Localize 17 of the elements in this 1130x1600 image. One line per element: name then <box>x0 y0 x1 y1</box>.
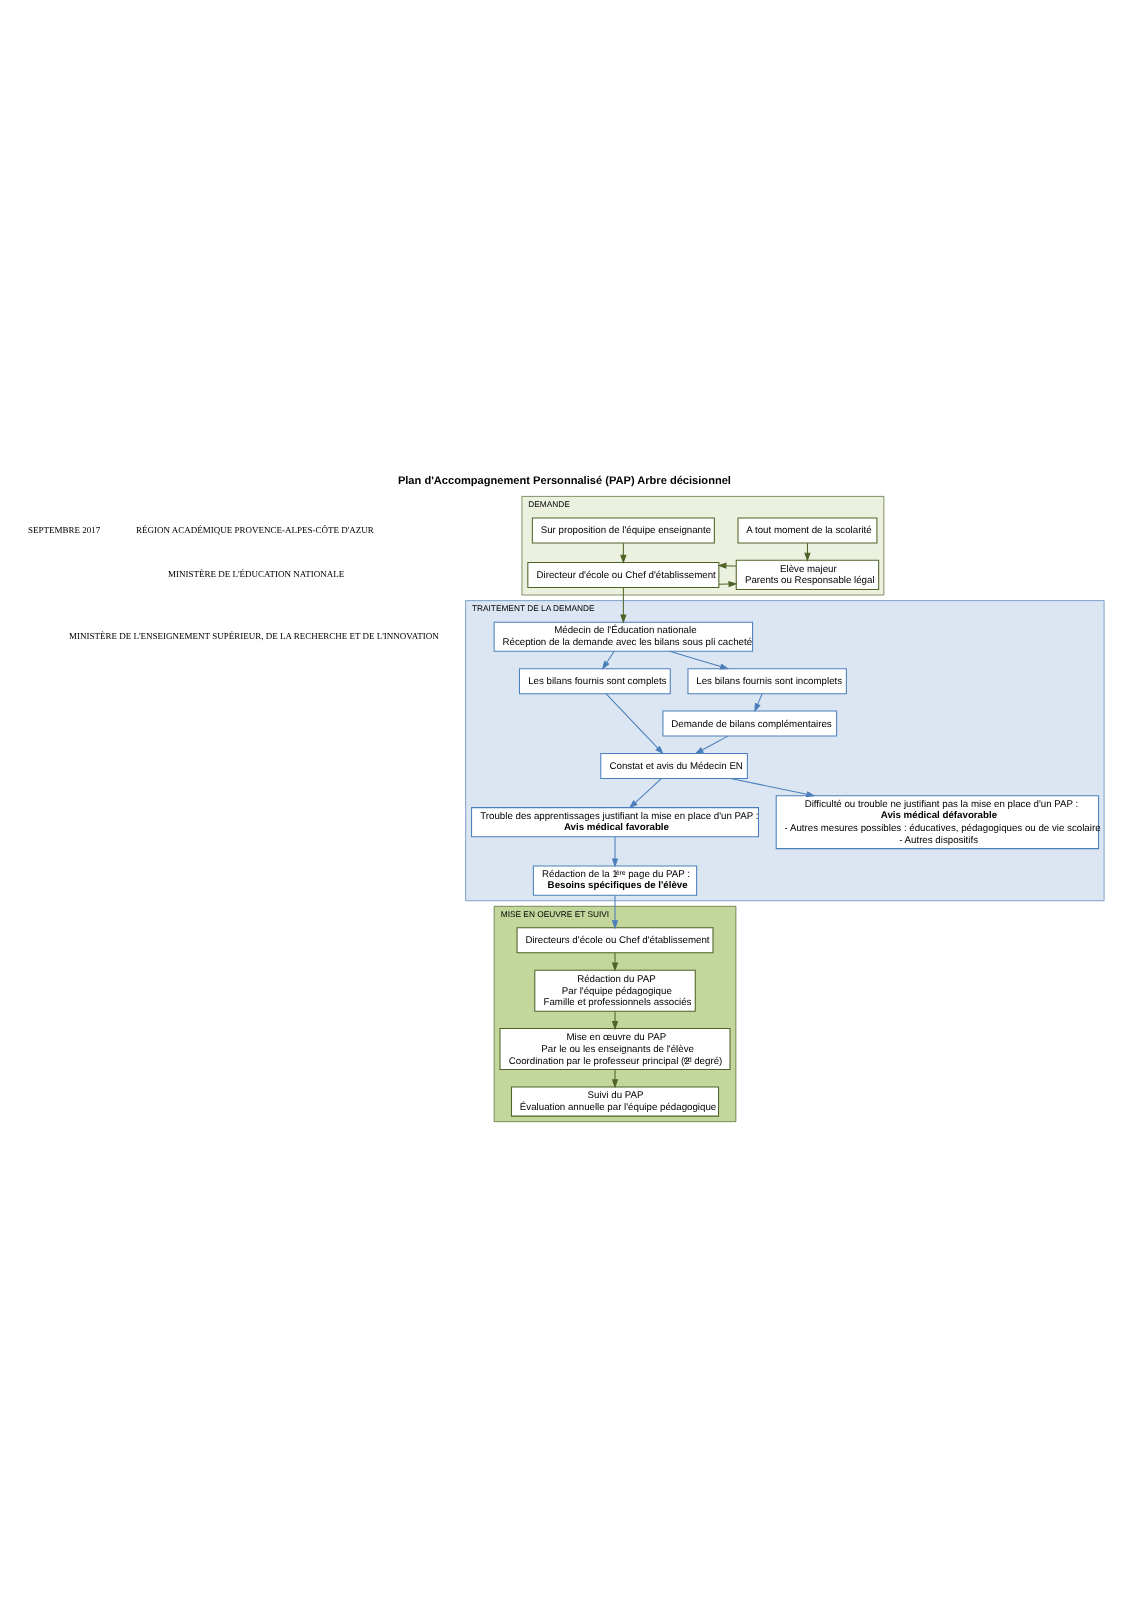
arrow <box>718 580 738 588</box>
arrow <box>628 778 662 809</box>
arrow <box>611 1010 619 1031</box>
arrow <box>611 836 619 868</box>
arrow <box>611 894 619 930</box>
arrow <box>669 650 730 670</box>
arrow <box>694 735 729 755</box>
arrow <box>611 1069 619 1089</box>
arrow <box>730 777 816 798</box>
arrow <box>717 562 737 569</box>
arrow <box>620 542 627 564</box>
arrow <box>804 542 811 562</box>
arrow <box>601 651 615 670</box>
arrow <box>605 693 664 755</box>
arrow <box>611 952 619 972</box>
arrow <box>754 693 763 713</box>
arrow <box>620 587 627 624</box>
